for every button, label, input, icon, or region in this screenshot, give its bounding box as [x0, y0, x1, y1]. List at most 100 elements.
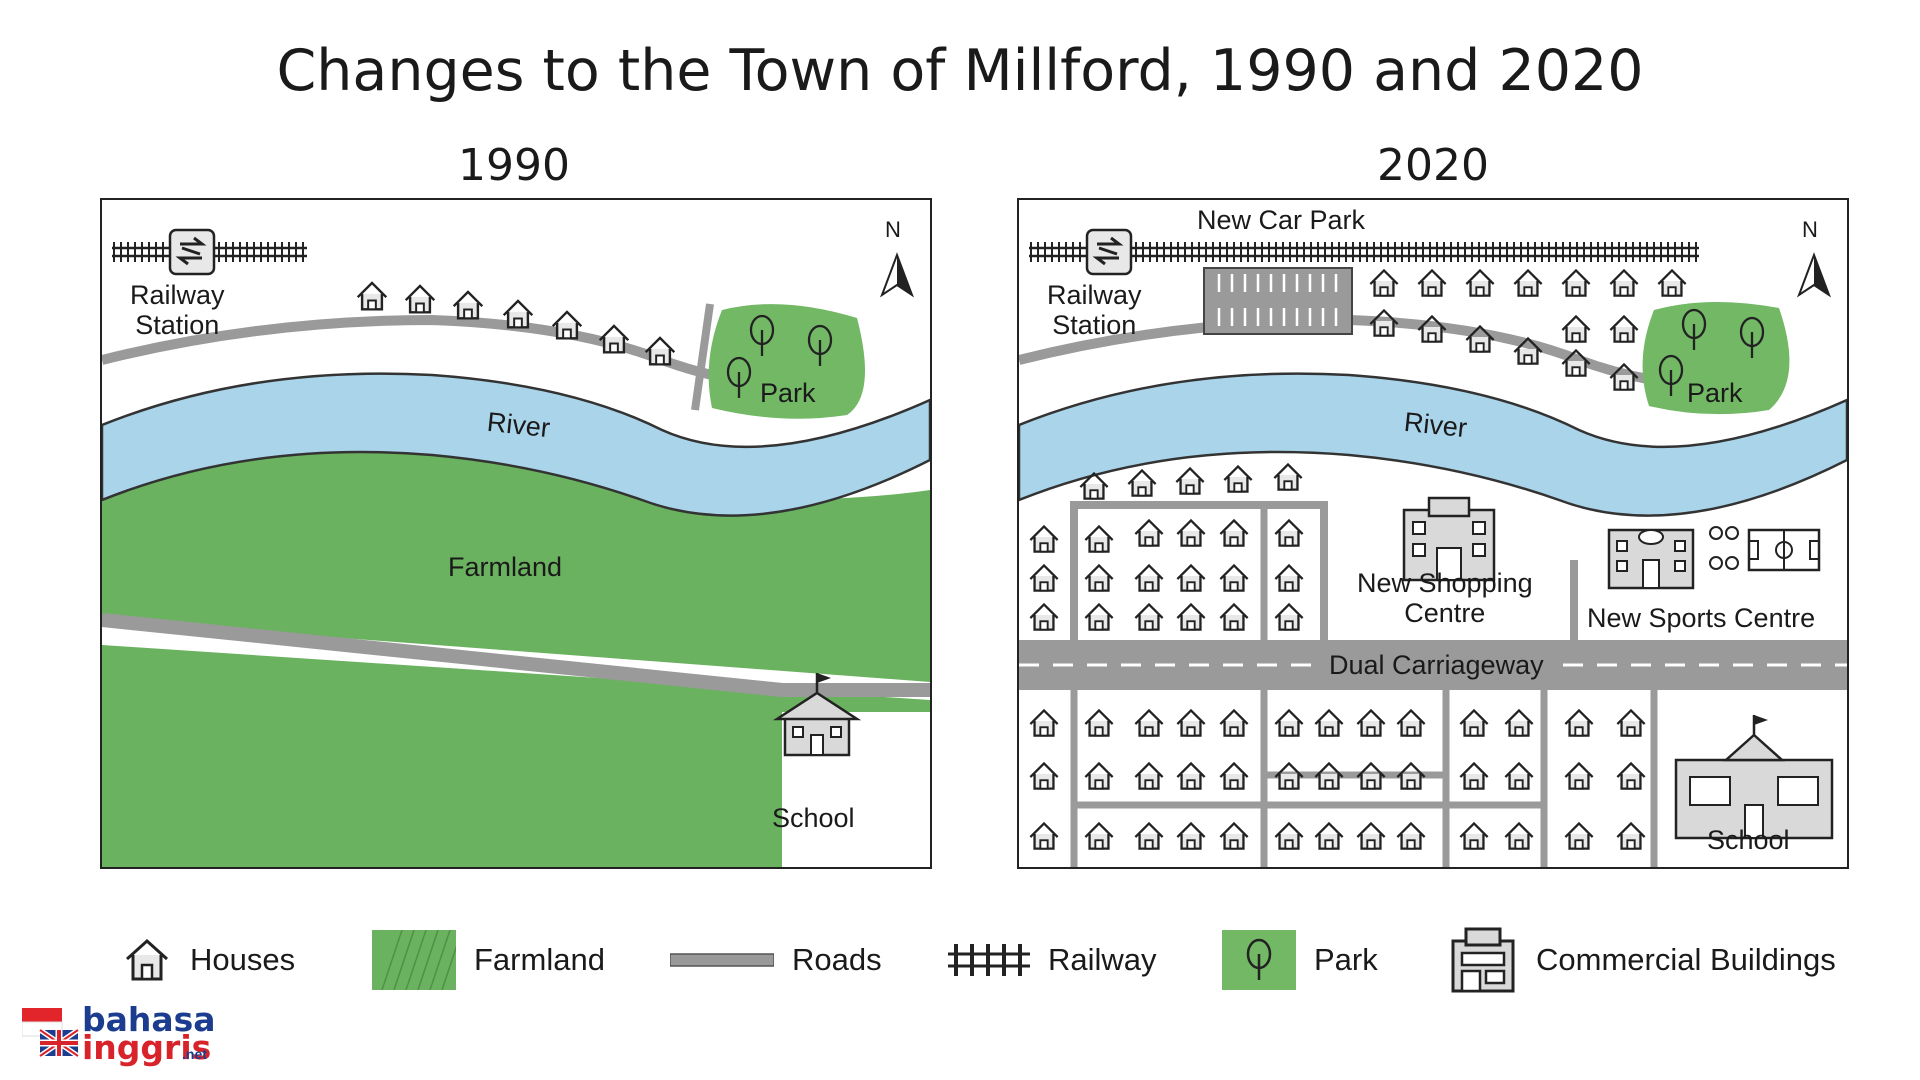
site-logo: bahasa inggris .net — [22, 1000, 222, 1067]
house-icon — [1564, 761, 1594, 790]
park-swatch — [1222, 930, 1296, 990]
house-icon — [1609, 314, 1639, 343]
road-swatch — [670, 953, 774, 967]
park-trees-2020 — [1658, 308, 1765, 396]
legend-commercial: Commercial Buildings — [1448, 925, 1836, 995]
road-farmland — [102, 613, 930, 697]
house-icon — [1616, 821, 1646, 850]
house-icon — [1273, 462, 1303, 491]
map-1990-drawing — [102, 228, 930, 867]
house-icon — [1084, 524, 1114, 553]
house-icon — [452, 290, 484, 320]
north-label-2020: N — [1802, 217, 1818, 242]
house-icon — [1609, 362, 1639, 391]
house-icon — [1274, 821, 1304, 850]
house-icon — [1369, 308, 1399, 337]
park-label-2020: Park — [1687, 378, 1743, 408]
house-icon — [1029, 524, 1059, 553]
house-icon — [1356, 821, 1386, 850]
house-icon — [1417, 314, 1447, 343]
house-icon — [1274, 518, 1304, 547]
sports-centre-icon — [1607, 528, 1695, 590]
school-label-1990: School — [772, 803, 855, 833]
house-icon — [1176, 761, 1206, 790]
house-icon — [1134, 761, 1164, 790]
house-icon — [1029, 708, 1059, 737]
river-label-1990: River — [485, 406, 552, 444]
road-park-link — [691, 303, 714, 411]
house-icon — [356, 281, 388, 311]
house-icon — [1465, 324, 1495, 353]
sports-centre-label: New Sports Centre — [1587, 603, 1816, 633]
houses-1990 — [356, 281, 676, 366]
house-icon — [1356, 708, 1386, 737]
legend-park: Park — [1222, 925, 1378, 995]
house-icon — [1564, 821, 1594, 850]
house-icon — [1561, 268, 1591, 297]
house-icon — [1561, 314, 1591, 343]
house-icon — [1274, 761, 1304, 790]
logo-text-inggris: inggris — [82, 1028, 212, 1067]
tree-icon — [807, 324, 833, 366]
house-icon — [1219, 708, 1249, 737]
house-icon — [1356, 761, 1386, 790]
farmland-label-1990: Farmland — [440, 552, 571, 582]
year-1990-label: 1990 — [458, 140, 570, 191]
map-2020-drawing — [1019, 228, 1847, 867]
house-icon — [1274, 708, 1304, 737]
cycling-icon — [1709, 526, 1739, 570]
commercial-building-icon — [1451, 927, 1515, 993]
house-icon — [1029, 761, 1059, 790]
house-icon — [1504, 821, 1534, 850]
house-icon — [404, 284, 436, 314]
legend-farmland: Farmland — [372, 925, 605, 995]
house-icon — [1459, 821, 1489, 850]
legend-roads: Roads — [670, 925, 882, 995]
house-icon — [1616, 761, 1646, 790]
estate-road-north — [1070, 501, 1328, 640]
farmland-area-lower — [102, 645, 930, 867]
house-icon — [1616, 708, 1646, 737]
tree-icon — [726, 356, 752, 398]
house-icon — [1513, 336, 1543, 365]
house-icon — [1219, 821, 1249, 850]
house-icon — [1219, 602, 1249, 631]
house-icon — [1396, 708, 1426, 737]
house-icon — [1609, 268, 1639, 297]
house-icon — [1134, 708, 1164, 737]
house-icon — [1219, 563, 1249, 592]
house-icon — [1504, 761, 1534, 790]
house-icon — [1459, 761, 1489, 790]
north-label-1990: N — [885, 217, 901, 242]
railway-station-label-1990: Railway Station — [130, 280, 225, 340]
houses-2020 — [1029, 268, 1687, 850]
river — [102, 372, 930, 517]
house-icon — [1079, 471, 1109, 500]
railway-track — [1029, 246, 1699, 258]
north-arrow-fill — [1814, 255, 1829, 295]
new-car-park — [1203, 267, 1353, 335]
map-1990: Railway Station N Park River Farmland Sc… — [100, 198, 932, 869]
house-icon — [1134, 518, 1164, 547]
river — [1019, 372, 1847, 517]
tree-icon — [1739, 316, 1765, 358]
house-icon — [1084, 761, 1114, 790]
house-icon — [1029, 602, 1059, 631]
house-icon — [1134, 602, 1164, 631]
house-icon — [1504, 708, 1534, 737]
house-icon — [1175, 466, 1205, 495]
farmland-swatch — [372, 930, 456, 990]
park-label-1990: Park — [760, 378, 816, 408]
house-icon — [1223, 464, 1253, 493]
house-icon — [1274, 602, 1304, 631]
house-icon — [1084, 602, 1114, 631]
house-icon — [1219, 761, 1249, 790]
park-area — [708, 304, 865, 419]
house-icon — [1029, 821, 1059, 850]
new-car-park-label: New Car Park — [1197, 205, 1366, 235]
house-icon — [1084, 821, 1114, 850]
house-icon — [1561, 348, 1591, 377]
house-icon — [1369, 268, 1399, 297]
house-icon — [1274, 563, 1304, 592]
railway-station-symbol — [175, 236, 207, 266]
